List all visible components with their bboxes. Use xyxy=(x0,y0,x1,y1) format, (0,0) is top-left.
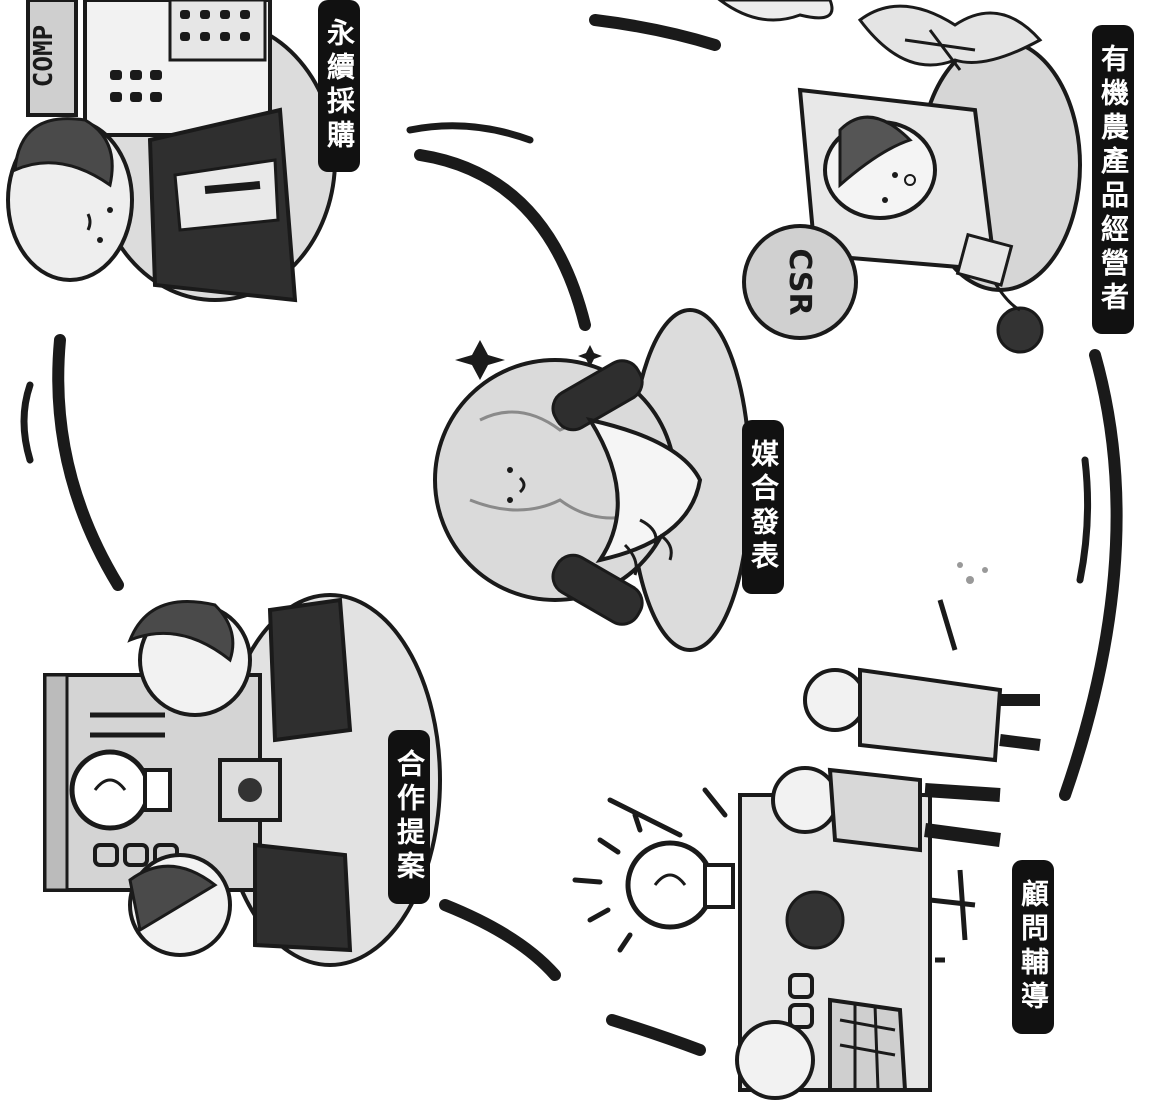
scene-organic-operator: CSR xyxy=(720,0,1080,352)
label-matching-release: 媒合發表 xyxy=(742,420,784,594)
arc-right xyxy=(1065,355,1117,795)
label-organic-operator: 有機農產品經營者 xyxy=(1092,25,1134,334)
arc-center-top-short xyxy=(410,126,530,140)
label-sustainable-procurement: 永續採購 xyxy=(318,0,360,172)
scene-cooperation-proposal xyxy=(45,595,440,965)
arc-left-short xyxy=(24,385,30,460)
scene-sustainable-procurement: COMP xyxy=(8,0,335,300)
label-cooperation-proposal: 合作提案 xyxy=(388,730,430,904)
arc-bottom-left xyxy=(445,905,555,975)
arc-bottom xyxy=(612,1020,700,1050)
arc-left xyxy=(58,340,118,585)
arc-right-short xyxy=(1080,460,1088,580)
label-consulting-guidance: 顧問輔導 xyxy=(1012,860,1054,1034)
arc-top xyxy=(595,20,715,45)
scene-consulting-guidance xyxy=(575,562,1040,1098)
building-sign-text: COMP xyxy=(29,25,59,88)
arc-center-top xyxy=(420,155,585,325)
csr-badge-text: CSR xyxy=(782,248,817,315)
scene-matching-release xyxy=(435,310,750,650)
